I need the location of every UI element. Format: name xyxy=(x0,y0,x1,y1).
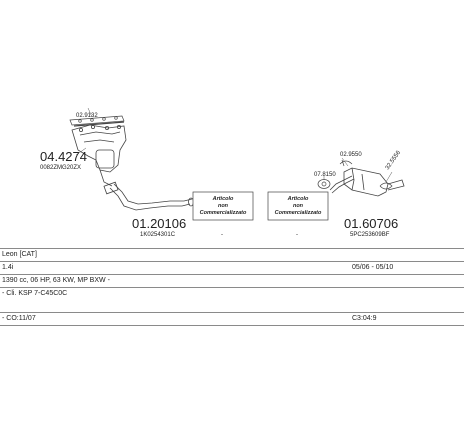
clamp-1 xyxy=(339,159,353,167)
article-box-1-line2: non xyxy=(218,203,229,209)
manifold-ref: 0082ZMG20ZX xyxy=(40,165,81,171)
article-box-2-line3: Commercializzato xyxy=(275,210,322,216)
article-box-1-line1: Articolo xyxy=(212,196,234,202)
table-row: 1.4i 05/06 - 05/10 xyxy=(0,261,464,275)
article-box-1-line3: Commercializzato xyxy=(200,210,247,216)
dash-mark-2: - xyxy=(296,232,298,238)
front-pipe-ref: 1K0254301C xyxy=(140,232,176,238)
table-row: - CO:11/07 C3:04:9 xyxy=(0,312,464,326)
clamp-2 xyxy=(379,182,393,190)
table-bottom-rule xyxy=(0,325,464,326)
manifold-part-number: 04.4274 xyxy=(40,149,87,164)
table-cell-co-right: C3:04:9 xyxy=(352,315,377,322)
article-box-2-line2: non xyxy=(293,203,304,209)
table-cell-co: - CO:11/07 xyxy=(2,315,36,322)
article-box-1: Articolo non Commercializzato xyxy=(192,191,254,221)
leader-gasket-top xyxy=(87,107,93,118)
front-pipe-part-number: 01.20106 xyxy=(132,216,186,231)
front-pipe xyxy=(103,181,194,211)
rear-silencer-ref: 5PC253609BF xyxy=(350,232,390,238)
table-cell-engine: 1.4i xyxy=(2,264,14,271)
rear-silencer xyxy=(329,167,405,197)
article-box-2: Articolo non Commercializzato xyxy=(267,191,329,221)
table-row: 1390 cc, 06 HP, 63 KW, MP BXW - xyxy=(0,274,464,288)
article-box-2-line1: Articolo xyxy=(287,196,309,202)
leader-clamp-2 xyxy=(385,171,393,183)
table-row: - Cli. KSP 7-C45C0C xyxy=(0,287,464,301)
gasket-top-number: 02.9132 xyxy=(76,113,98,119)
exhaust-system-diagram: Articolo non Commercializzato Articolo n… xyxy=(40,107,405,238)
table-cell-codes: - Cli. KSP 7-C45C0C xyxy=(2,290,68,297)
leader-manifold xyxy=(75,147,87,156)
gasket-top xyxy=(69,115,125,126)
gasket-rear-number: 07.8150 xyxy=(314,172,336,178)
leader-clamp-1 xyxy=(341,157,349,167)
rear-silencer-part-number: 01.60706 xyxy=(344,216,398,231)
table-row: Leon [CAT] xyxy=(0,248,464,262)
table-cell-specs: 1390 cc, 06 HP, 63 KW, MP BXW - xyxy=(2,277,110,284)
gasket-rear xyxy=(317,179,331,189)
clamp-1-number: 02.9550 xyxy=(340,152,362,158)
dash-mark-1: - xyxy=(221,232,223,238)
table-cell-model: Leon [CAT] xyxy=(2,251,37,258)
catalytic-converter-manifold xyxy=(71,121,127,187)
clamp-2-number: 32.5556 xyxy=(385,149,403,171)
table-cell-years: 05/06 - 05/10 xyxy=(352,264,394,271)
